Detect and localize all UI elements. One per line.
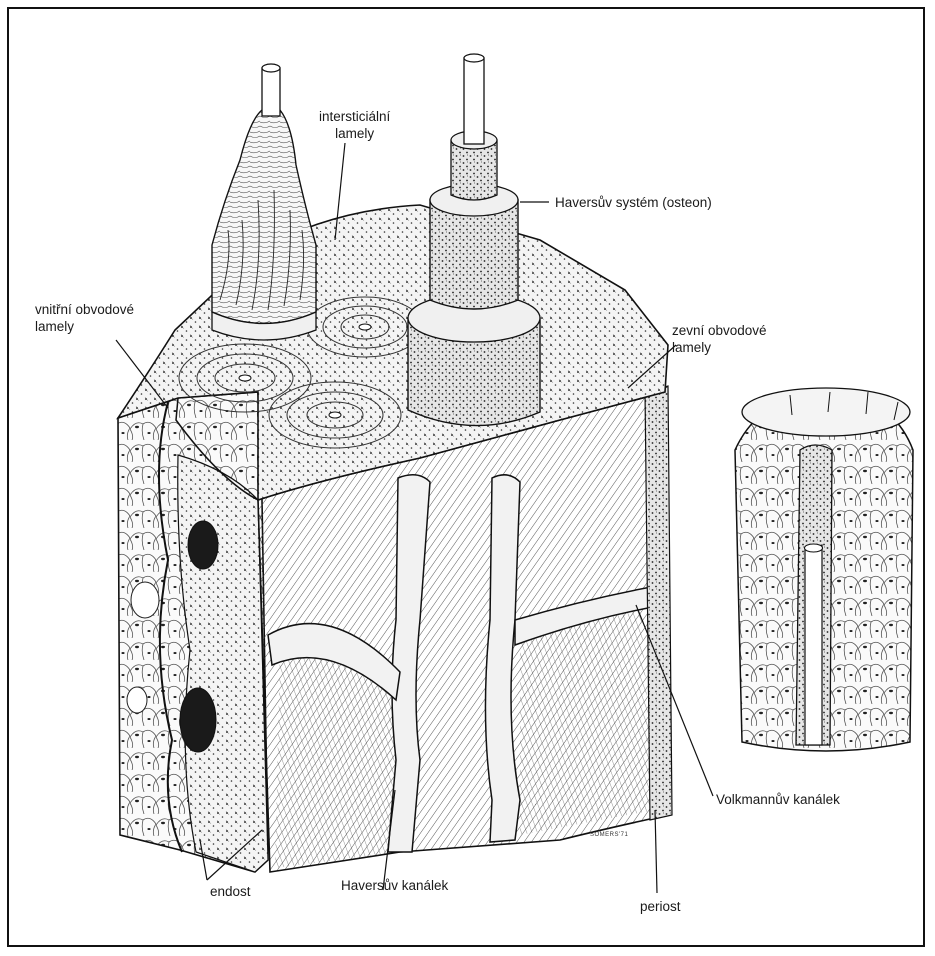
vascular-opening — [180, 688, 216, 752]
central-canal-stub — [262, 68, 280, 116]
label-vnitrni-line2: lamely — [35, 318, 134, 335]
label-intersticialni: intersticiální lamely — [319, 108, 390, 142]
label-zevni-obvodove: zevní obvodové lamely — [672, 322, 767, 356]
central-canal-stub — [464, 58, 484, 144]
label-zevni-line2: lamely — [672, 339, 767, 356]
label-haversuv-kanalek: Haversův kanálek — [341, 877, 448, 894]
label-vnitrni-obvodove: vnitřní obvodové lamely — [35, 301, 134, 335]
label-endost: endost — [210, 883, 251, 900]
label-volkmannuv-kanalek: Volkmannův kanálek — [716, 791, 840, 808]
periosteum-layer — [645, 386, 672, 820]
leader-periost — [655, 810, 657, 893]
label-periost: periost — [640, 898, 681, 915]
lamellae-fibre-tower — [212, 110, 316, 324]
label-zevni-line1: zevní obvodové — [672, 322, 767, 339]
label-intersticialni-line2: lamely — [319, 125, 390, 142]
label-vnitrni-line1: vnitřní obvodové — [35, 301, 134, 318]
label-haversuv-system: Haversův systém (osteon) — [555, 194, 712, 211]
artist-signature: SOMERS'71 — [590, 832, 628, 838]
label-intersticialni-line1: intersticiální — [319, 108, 390, 125]
vascular-opening — [188, 521, 218, 569]
